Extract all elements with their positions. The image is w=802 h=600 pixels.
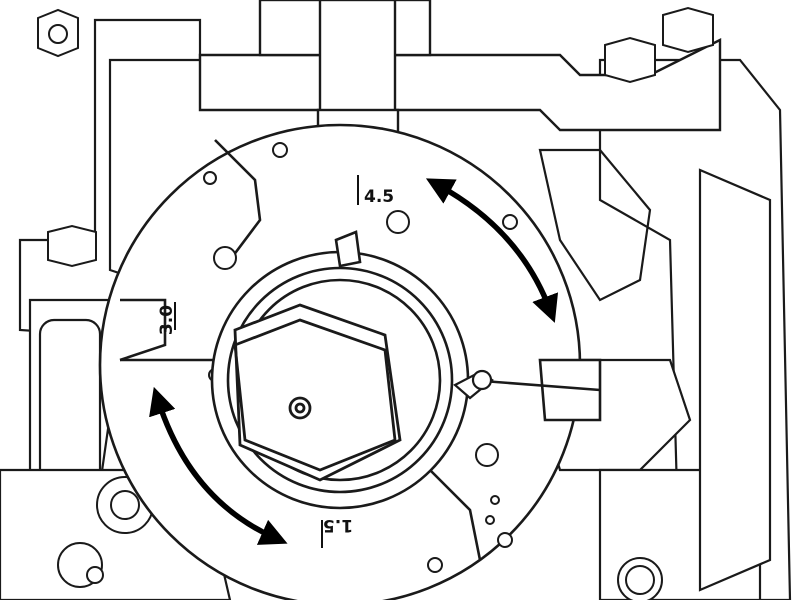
rotation-arrow-lower [149,386,288,545]
scale-label-1-5: 1.5 [323,515,353,535]
rotation-arrows [149,178,559,545]
locating-pin [453,369,494,400]
rotation-arrow-upper [425,178,559,323]
bolt-bottom-right [617,557,663,600]
bolt-top-left [37,8,79,58]
scale-label-3-0: 3.0 [157,305,177,335]
hex-nut [233,303,402,482]
bolt-top-right-2 [662,6,714,54]
bolt-top-right-1 [604,36,656,84]
bolt-bottom-left [57,542,104,588]
scale-marks [174,175,359,548]
scale-label-4-5: 4.5 [364,187,394,207]
bolt-left [47,224,97,268]
